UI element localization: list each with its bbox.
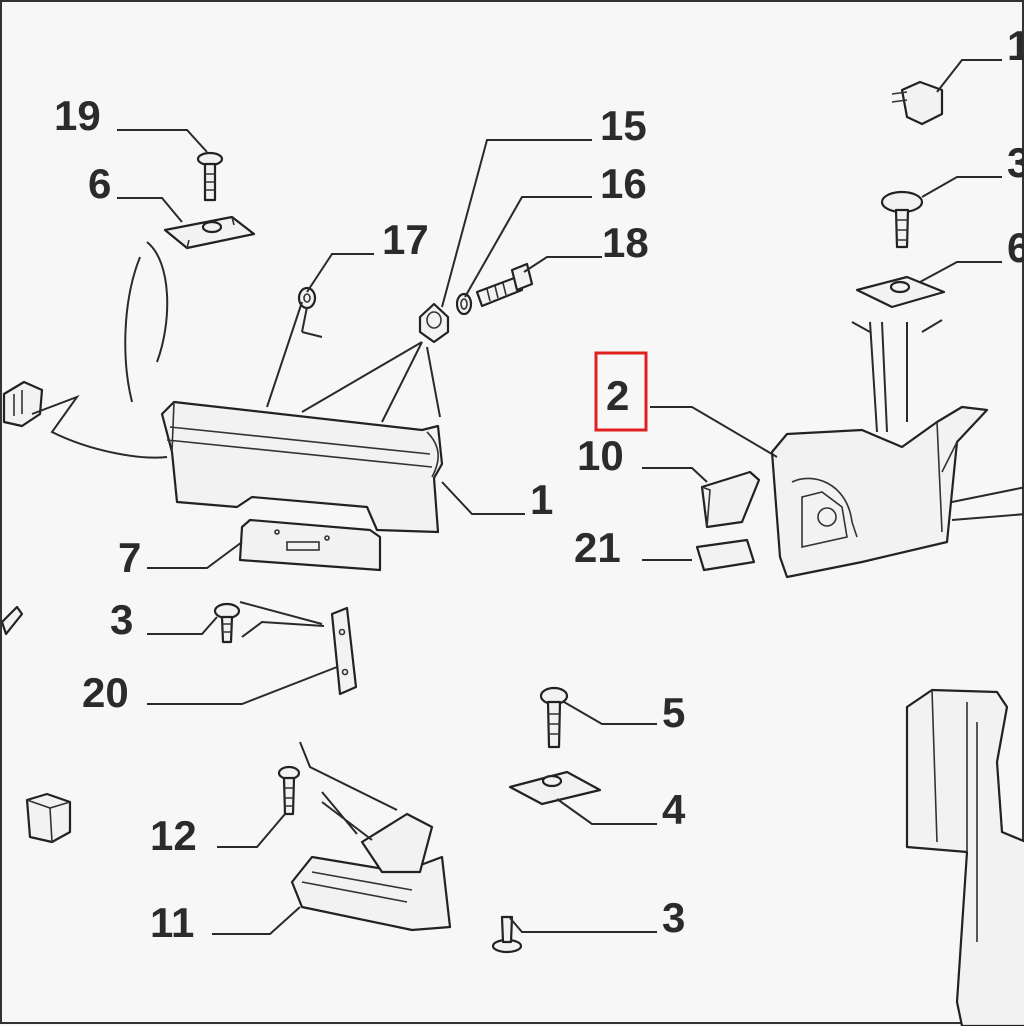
part-left-edge-piece (2, 605, 24, 636)
part-18-bolt (475, 262, 534, 308)
part-4-clip-nut (508, 770, 602, 806)
callout-3-right: 3 (1007, 139, 1024, 186)
callout-4: 4 (662, 786, 686, 833)
callout-15: 15 (600, 102, 647, 149)
callout-5: 5 (662, 689, 685, 736)
part-6-clip-nut (163, 215, 256, 250)
callout-2: 2 (606, 372, 629, 419)
part-right-tall-bracket (905, 688, 1024, 1026)
part-21-pad (695, 538, 756, 572)
part-15-spacer (418, 302, 450, 344)
part-cap-bottom-left (25, 792, 72, 844)
part-1-bracket (160, 400, 444, 534)
part-7-plate (238, 518, 382, 572)
part-16-washer (455, 292, 473, 316)
callout-3-bottom: 3 (662, 894, 685, 941)
callout-2-highlight-box (594, 351, 648, 432)
callout-17: 17 (382, 216, 429, 263)
part-12-screw (277, 765, 301, 816)
part-3-screw-right (880, 190, 924, 249)
callout-11: 11 (150, 899, 194, 946)
part-6-clip-nut-right (855, 275, 946, 309)
part-left-clip (2, 380, 44, 428)
part-10-cover (700, 470, 761, 529)
callout-3-left: 3 (110, 596, 133, 643)
callout-18: 18 (602, 219, 649, 266)
leader-lines (31, 59, 1024, 935)
callout-6: 6 (88, 160, 111, 207)
callout-6-right: 6 (1007, 224, 1024, 271)
part-17-nut (297, 286, 317, 310)
part-19-bolt (196, 151, 224, 202)
callout-20: 20 (82, 669, 129, 716)
part-3-screw-left (213, 602, 241, 644)
part-5-bolt (539, 686, 569, 749)
callout-21: 21 (574, 524, 621, 571)
part-3-bolt-bottom (491, 915, 523, 954)
part-20-strip (330, 606, 358, 696)
part-top-right-screw (891, 80, 944, 126)
callout-19: 19 (54, 92, 101, 139)
callout-12: 12 (150, 812, 197, 859)
callout-1: 1 (530, 476, 553, 523)
callout-1-top-right: 1 (1007, 22, 1024, 69)
part-11-duct (290, 812, 452, 932)
callout-7: 7 (118, 534, 141, 581)
callout-16: 16 (600, 160, 647, 207)
callout-10: 10 (577, 432, 624, 479)
part-2-front-bracket (770, 405, 989, 579)
